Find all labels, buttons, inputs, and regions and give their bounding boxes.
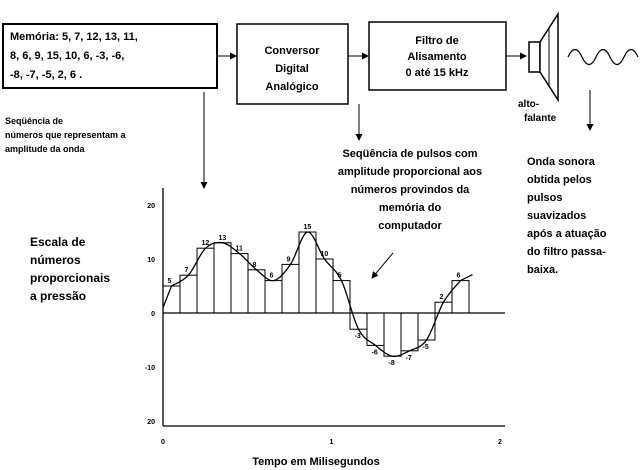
speaker-label-line-1: alto-	[518, 99, 539, 110]
sample-bar-label: 12	[202, 240, 210, 247]
dac-line-2: Digital	[275, 63, 309, 75]
y-tick-label: 10	[147, 257, 155, 264]
y-tick-label: -10	[145, 365, 155, 372]
x-axis-label: Tempo em Milisegundos	[252, 456, 380, 468]
svg-text:Seqüência de: Seqüência de	[5, 116, 63, 126]
svg-text:proporcionais: proporcionais	[30, 271, 110, 285]
y-tick-label: 20	[147, 203, 155, 210]
sample-bar	[434, 301, 453, 314]
sample-bar-label: 6	[457, 273, 461, 280]
svg-text:números que representam a: números que representam a	[5, 130, 127, 140]
arrow-pulse-label-to-chart	[371, 252, 394, 279]
svg-text:amplitude proporcional aos: amplitude proporcional aos	[338, 166, 482, 178]
sample-bar	[366, 312, 385, 346]
svg-text:suavizados: suavizados	[527, 210, 586, 222]
sample-bar	[315, 258, 334, 314]
svg-text:números provindos da: números provindos da	[351, 184, 470, 196]
x-tick-label: 1	[330, 439, 334, 446]
dac-line-1: Conversor	[264, 45, 320, 57]
sample-bar	[230, 253, 249, 314]
output-wave-icon	[567, 48, 639, 66]
svg-text:números: números	[30, 253, 81, 267]
sample-bar	[298, 231, 317, 314]
sample-bars	[162, 231, 470, 357]
filter-line-2: Alisamento	[407, 51, 467, 63]
x-tick-labels: 0 1 2	[161, 439, 502, 446]
dac-line-3: Analógico	[265, 81, 318, 93]
sample-bar	[179, 274, 198, 314]
sample-bar-label: 10	[321, 251, 329, 258]
sample-bar	[400, 312, 419, 352]
sample-bar-label: -7	[406, 355, 412, 362]
y-tick-label: 20	[147, 419, 155, 426]
sample-bar-label: 5	[168, 278, 172, 285]
sample-bar-label: 7	[185, 267, 189, 274]
sample-bar-label: -6	[372, 349, 378, 356]
sample-bar-label: -8	[389, 360, 395, 367]
sample-bar-label: 11	[236, 246, 244, 253]
x-tick-label: 0	[161, 439, 165, 446]
svg-text:Seqüência de pulsos com: Seqüência de pulsos com	[342, 148, 477, 160]
sample-bar-label: 13	[219, 235, 227, 242]
svg-text:Escala de: Escala de	[30, 235, 86, 249]
svg-text:computador: computador	[378, 220, 442, 232]
x-tick-label: 2	[498, 439, 502, 446]
sample-bar-label: -3	[355, 333, 361, 340]
svg-text:após a atuação: após a atuação	[527, 228, 607, 240]
sample-bar	[383, 312, 402, 357]
filter-line-3: 0 até 15 kHz	[406, 67, 469, 79]
sample-bar-label: 6	[270, 273, 274, 280]
y-tick-label: 0	[151, 311, 155, 318]
memory-line-3: -8, -7, -5, 2, 6 .	[10, 69, 82, 81]
svg-text:a pressão: a pressão	[30, 289, 86, 303]
svg-text:pulsos: pulsos	[527, 192, 562, 204]
svg-text:obtida pelos: obtida pelos	[527, 174, 592, 186]
sample-bar	[264, 280, 283, 314]
sound-wave-label: Onda sonora obtida pelos pulsos suavizad…	[527, 156, 607, 276]
scale-label: Escala de números proporcionais a pressã…	[30, 235, 110, 303]
filter-line-1: Filtro de	[415, 35, 458, 47]
filter-block: Filtro de Alisamento 0 até 15 kHz	[368, 21, 507, 91]
smoothed-curve	[162, 231, 473, 357]
speaker-label-line-2: falante	[524, 113, 557, 124]
sequence-numbers-label: Seqüência de números que representam a a…	[5, 116, 127, 154]
sample-bar	[213, 242, 232, 314]
pulse-sequence-label: Seqüência de pulsos com amplitude propor…	[338, 148, 482, 232]
sample-bar-label: -5	[423, 344, 429, 351]
memory-line-1: Memória: 5, 7, 12, 13, 11,	[10, 31, 138, 43]
svg-text:baixa.: baixa.	[527, 264, 558, 276]
speaker-icon	[528, 11, 559, 103]
memory-block: Memória: 5, 7, 12, 13, 11, 8, 6, 9, 15, …	[2, 23, 218, 89]
memory-line-2: 8, 6, 9, 15, 10, 6, -3, -6,	[10, 50, 124, 62]
sample-bar-label: 15	[304, 224, 312, 231]
svg-text:Onda sonora: Onda sonora	[527, 156, 596, 168]
dac-block: Conversor Digital Analógico	[236, 23, 349, 105]
sample-bar	[451, 280, 470, 314]
y-tick-labels: 20 10 0 -10 20	[145, 203, 155, 426]
svg-text:amplitude da onda: amplitude da onda	[5, 144, 86, 154]
sample-bar-label: 2	[440, 294, 444, 301]
sample-bar-label: 9	[287, 256, 291, 263]
sample-bar-label: 8	[253, 262, 257, 269]
svg-text:memória do: memória do	[379, 202, 442, 214]
svg-text:do filtro passa-: do filtro passa-	[527, 246, 606, 258]
sample-bar	[247, 269, 266, 314]
